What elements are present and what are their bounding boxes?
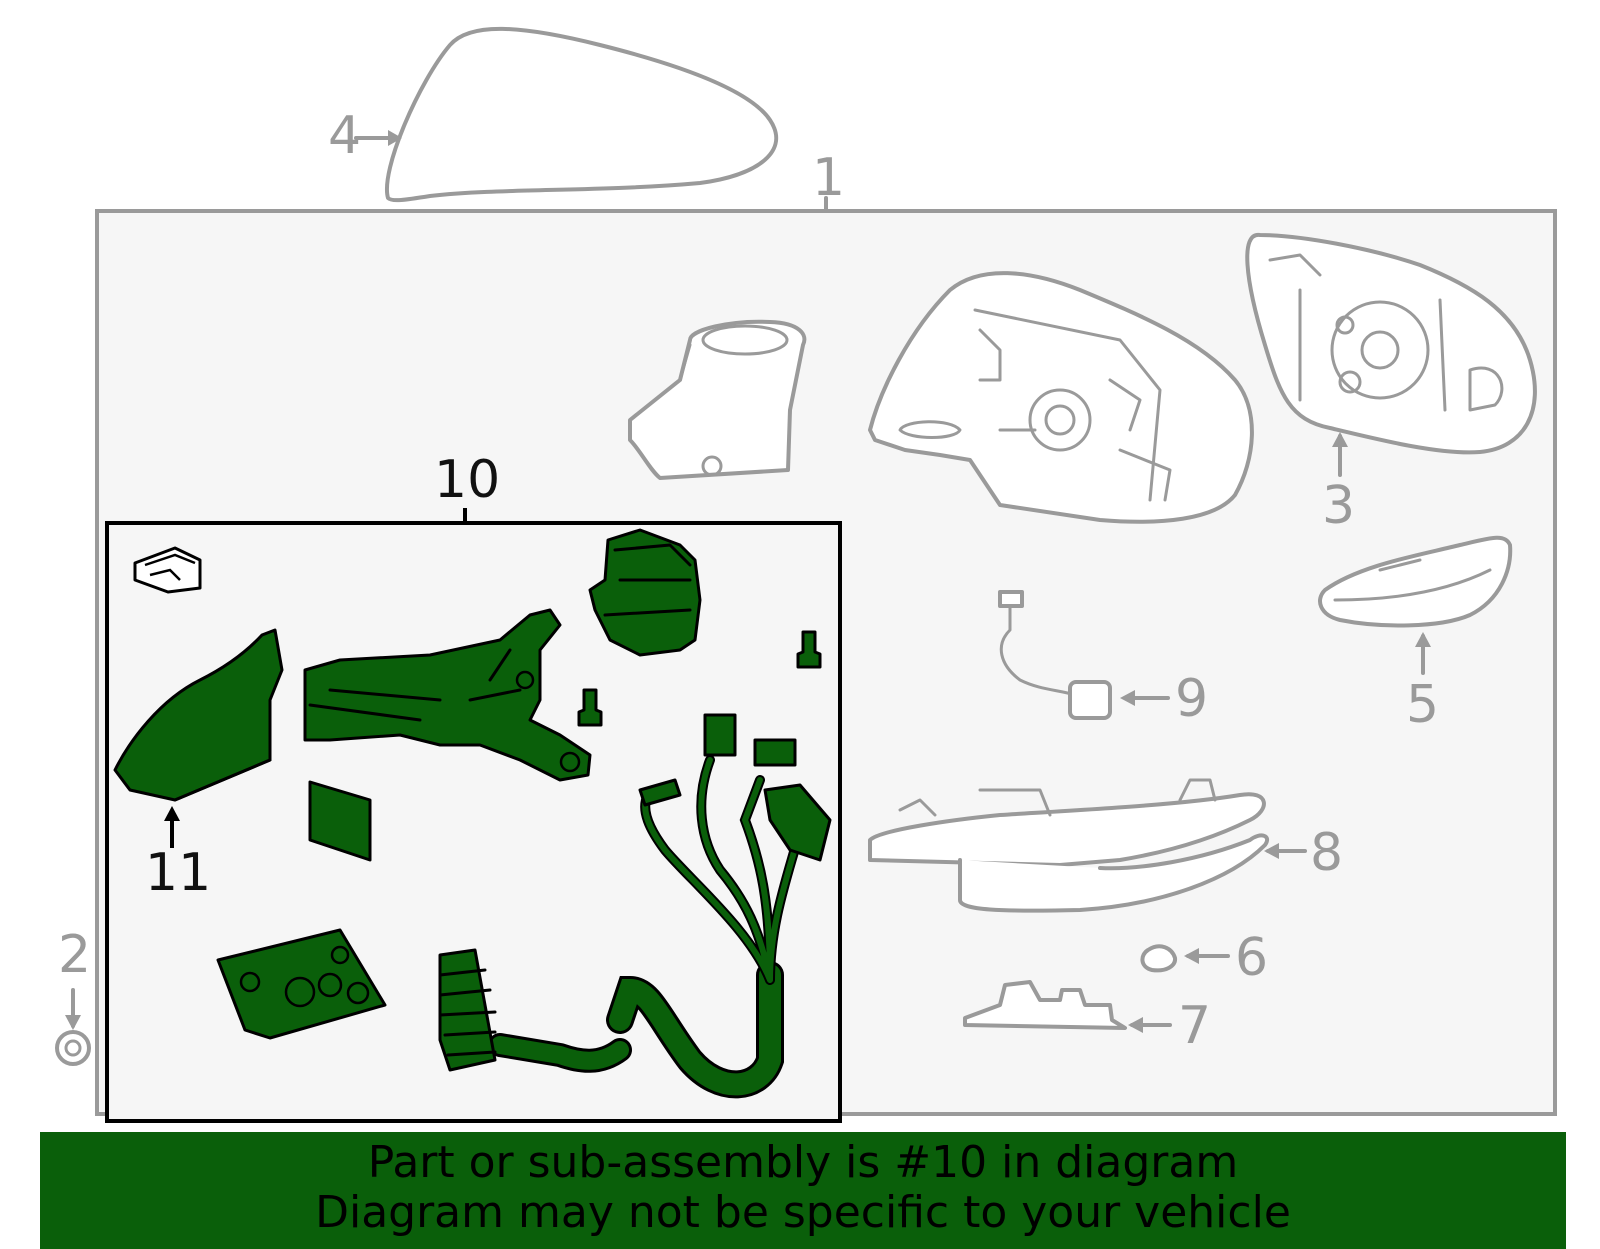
callout-4: 4: [328, 106, 361, 166]
callout-7: 7: [1178, 996, 1211, 1056]
green-cover-part-11: [113, 628, 284, 802]
nut-part: [55, 1030, 91, 1066]
banner-line-1: Part or sub-assembly is #10 in diagram: [367, 1137, 1239, 1188]
callout-1: 1: [812, 148, 845, 208]
mirror-glass-part: [1245, 232, 1537, 455]
callout-3: 3: [1322, 476, 1355, 536]
callout-11: 11: [145, 843, 211, 903]
mirror-base-part: [628, 319, 807, 480]
callout-9: 9: [1175, 669, 1208, 729]
banner-line-2: Diagram may not be specific to your vehi…: [315, 1187, 1291, 1238]
mirror-housing-part: [868, 271, 1254, 524]
green-gasket-part: [216, 928, 387, 1040]
screw-part: [577, 630, 822, 727]
puddle-lamp-part: [963, 980, 1127, 1030]
turn-signal-lens-part: [1318, 535, 1513, 628]
mirror-cap-part: [385, 26, 778, 203]
green-pad-part: [308, 780, 372, 862]
callout-2: 2: [58, 925, 91, 985]
green-motor-part: [588, 528, 702, 657]
green-bracket-part: [303, 608, 592, 782]
sensor-harness-part: [998, 590, 1112, 720]
callout-8: 8: [1310, 823, 1343, 883]
bulb-part: [1140, 944, 1178, 973]
info-banner: Part or sub-assembly is #10 in diagram D…: [40, 1132, 1566, 1249]
lower-cover-part: [868, 778, 1270, 913]
callout-5: 5: [1406, 675, 1439, 735]
green-harness-part: [438, 713, 832, 1099]
clip-icon: [133, 546, 202, 594]
callout-10: 10: [434, 450, 500, 510]
callout-6: 6: [1235, 928, 1268, 988]
